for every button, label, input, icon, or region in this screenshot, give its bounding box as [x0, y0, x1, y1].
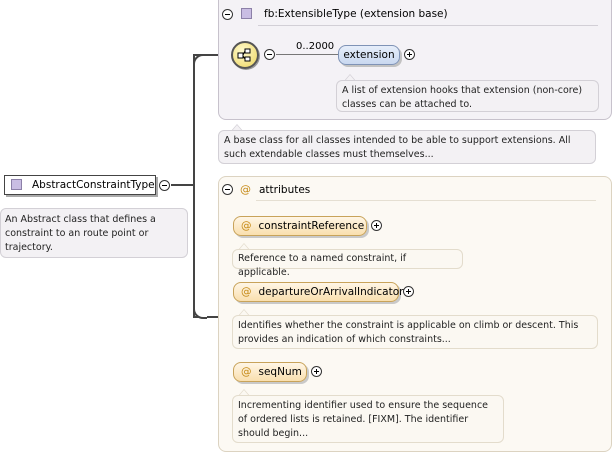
panel-divider	[256, 200, 596, 201]
attribute-doc: Incrementing identifier used to ensure t…	[232, 395, 504, 443]
connector-line	[276, 54, 338, 55]
attribute-doc: Identifies whether the constraint is app…	[232, 315, 598, 349]
attribute-departureOrArrivalIndicator[interactable]: @ departureOrArrivalIndicator	[233, 282, 403, 302]
expand-circle-icon[interactable]	[404, 49, 415, 60]
root-type-box[interactable]: AbstractConstraintType	[4, 175, 156, 195]
collapse-circle-icon[interactable]	[264, 49, 275, 60]
extension-element-doc: A list of extension hooks that extension…	[336, 80, 599, 112]
connector-line	[193, 55, 195, 318]
collapse-circle-icon[interactable]	[222, 9, 233, 20]
connector-corner	[193, 305, 207, 319]
attribute-name: constraintReference	[258, 220, 365, 232]
extension-base-doc: A base class for all classes intended to…	[218, 130, 596, 164]
doc-pointer	[238, 243, 250, 250]
sequence-compositor-icon[interactable]	[231, 41, 259, 69]
expand-circle-icon[interactable]	[403, 286, 414, 297]
extension-base-title: fb:ExtensibleType (extension base)	[264, 8, 448, 20]
expand-circle-icon[interactable]	[311, 366, 322, 377]
root-type-doc: An Abstract class that defines a constra…	[0, 208, 188, 258]
connector-line	[193, 54, 231, 56]
complex-type-icon	[241, 8, 252, 19]
doc-pointer	[231, 124, 243, 131]
panel-divider	[258, 25, 598, 26]
extension-element[interactable]: extension	[338, 45, 400, 65]
attribute-name: seqNum	[258, 366, 302, 378]
connector-corner	[193, 54, 207, 68]
doc-pointer	[238, 389, 250, 396]
collapse-circle-icon[interactable]	[222, 184, 233, 195]
collapse-circle-icon[interactable]	[159, 180, 170, 191]
doc-pointer	[344, 74, 356, 81]
root-type-name: AbstractConstraintType	[32, 179, 155, 191]
attribute-doc: Reference to a named constraint, if appl…	[232, 249, 463, 278]
attribute-at-icon: @	[241, 286, 252, 298]
complex-type-icon	[11, 179, 22, 190]
attribute-at-icon: @	[240, 183, 251, 196]
extension-element-label: extension	[343, 49, 395, 61]
doc-pointer	[238, 309, 250, 316]
expand-circle-icon[interactable]	[371, 220, 382, 231]
attribute-name: departureOrArrivalIndicator	[258, 286, 404, 298]
attribute-constraintReference[interactable]: @ constraintReference	[233, 216, 367, 236]
attribute-at-icon: @	[241, 366, 252, 378]
connector-line	[171, 184, 194, 186]
attribute-at-icon: @	[241, 220, 252, 232]
attributes-title: attributes	[259, 184, 311, 196]
cardinality-label: 0..2000	[296, 41, 335, 52]
attribute-seqNum[interactable]: @ seqNum	[233, 362, 307, 382]
